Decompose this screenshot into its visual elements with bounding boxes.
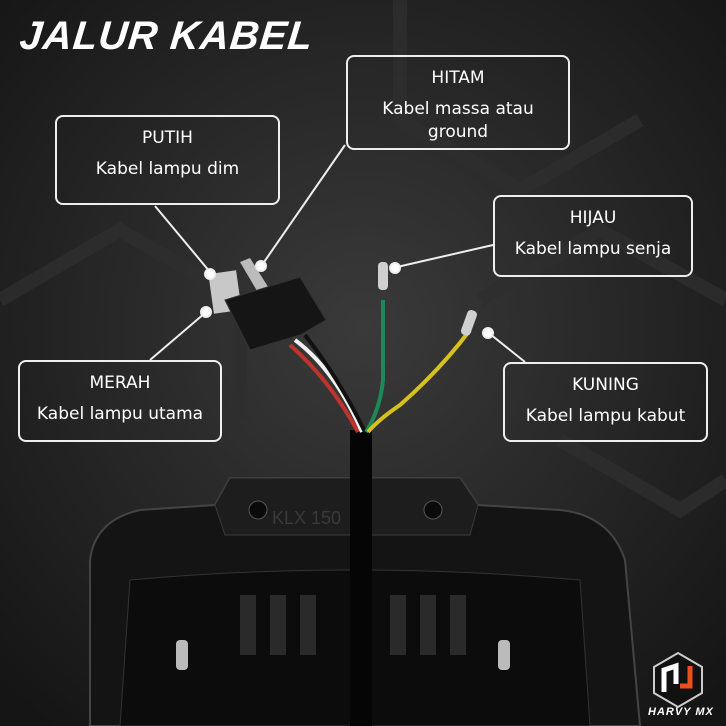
leader-lines — [149, 144, 526, 363]
page-title: JALUR KABEL — [17, 14, 316, 58]
label-kuning-desc: Kabel lampu kabut — [525, 405, 686, 426]
label-putih: PUTIH Kabel lampu dim — [55, 115, 280, 205]
label-hijau-desc: Kabel lampu senja — [514, 238, 672, 259]
label-hitam-color: HITAM — [431, 68, 485, 88]
wires — [288, 300, 472, 434]
label-merah-color: MERAH — [89, 373, 151, 393]
label-merah-desc: Kabel lampu utama — [36, 403, 204, 424]
label-hitam: HITAM Kabel massa atau ground — [346, 55, 570, 150]
bullet-connector-green — [378, 262, 388, 290]
h4-connector — [208, 258, 327, 351]
label-hijau-color: HIJAU — [569, 208, 617, 228]
label-hijau: HIJAU Kabel lampu senja — [493, 195, 693, 277]
label-putih-desc: Kabel lampu dim — [95, 158, 240, 179]
brand-name: HARVY MX — [648, 706, 714, 718]
brand-logo — [653, 651, 703, 709]
label-hitam-desc: Kabel massa atau ground — [382, 98, 534, 142]
cable-sheath — [350, 430, 372, 726]
bullet-connector-yellow — [460, 310, 477, 336]
label-kuning: KUNING Kabel lampu kabut — [503, 362, 708, 442]
label-merah: MERAH Kabel lampu utama — [18, 360, 222, 442]
label-putih-color: PUTIH — [142, 128, 193, 148]
housing-embossed-text: KLX 150 — [272, 508, 341, 528]
label-kuning-color: KUNING — [572, 375, 639, 395]
